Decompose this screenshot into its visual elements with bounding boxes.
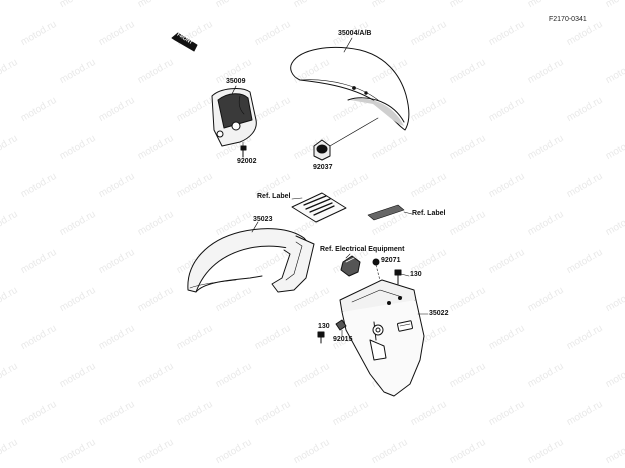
bolt-lower-part [317, 331, 325, 344]
ref-electrical-label: Ref. Electrical Equipment [320, 246, 405, 253]
rear-bolt-label: 92015 [333, 336, 353, 343]
rear-fender-part [339, 279, 425, 397]
rear-inner-fender-label: 35023 [253, 216, 273, 223]
label-decal-right [367, 204, 405, 221]
nut-part [372, 258, 380, 266]
front-arrow-sign [171, 32, 198, 52]
label-decal-left [291, 192, 347, 223]
grommet-part [313, 139, 331, 161]
cover-part [211, 88, 257, 147]
ref-label-left: Ref. Label [257, 193, 291, 200]
grommet-label: 92037 [313, 164, 333, 171]
rear-bolt-part [335, 319, 347, 331]
bolt-lower-label: 130 [318, 323, 330, 330]
cover-bolt-label: 92002 [237, 158, 257, 165]
bolt-upper-part [394, 269, 402, 285]
electrical-connector-part [340, 255, 361, 277]
rear-inner-fender-part [187, 228, 315, 293]
front-fender-part [290, 47, 410, 131]
front-fender-label: 35004/A/B [338, 30, 372, 37]
ref-label-right: Ref. Label [412, 210, 446, 217]
nut-label: 92071 [381, 257, 401, 264]
cover-bolt-part [240, 145, 247, 158]
rear-fender-label: 35022 [429, 310, 449, 317]
bolt-upper-label: 130 [410, 271, 422, 278]
diagram-code: F2170-0341 [549, 16, 587, 23]
cover-label: 35009 [226, 78, 246, 85]
